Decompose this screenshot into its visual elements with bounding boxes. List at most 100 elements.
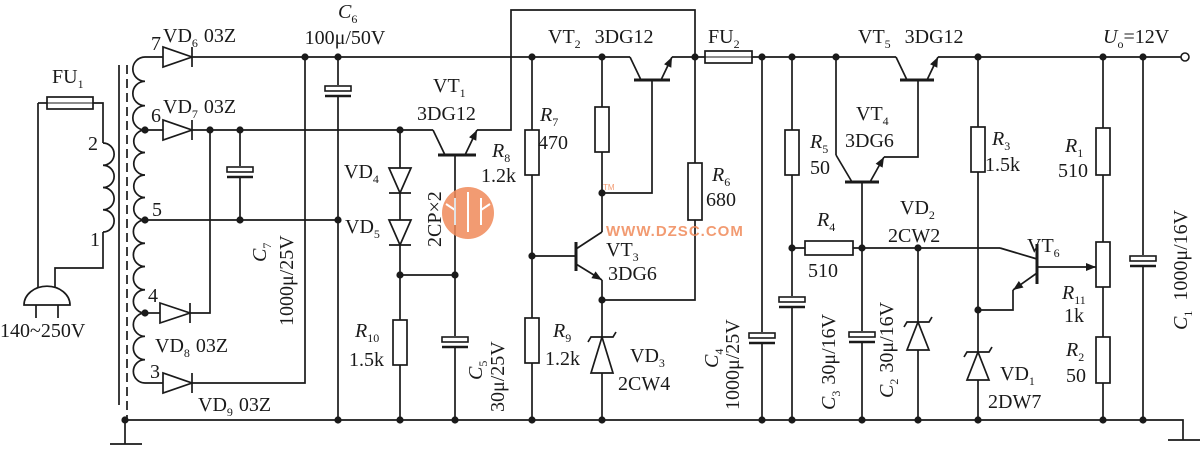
component-subscript: 1 <box>1181 311 1195 317</box>
zener-bar <box>903 316 933 328</box>
capacitor-c6 <box>324 85 352 98</box>
zener-diode-icon <box>589 334 615 374</box>
junction-dot <box>528 416 536 424</box>
logo-line <box>480 203 491 211</box>
secondary-coil <box>132 129 146 221</box>
component-ref: U <box>1103 26 1119 48</box>
label-vt3: VT3 <box>606 239 639 264</box>
component-subscript: 4 <box>373 172 379 186</box>
value-r5: 50 <box>810 157 830 179</box>
component-subscript: 6 <box>1054 246 1060 260</box>
component-subscript: 5 <box>885 37 891 51</box>
component-subscript: 3 <box>633 250 639 264</box>
capacitor-c5 <box>441 336 469 349</box>
wire <box>190 130 211 314</box>
component-subscript: 11 <box>1074 293 1086 307</box>
component-value: 3DG12 <box>905 26 964 48</box>
junction-dot <box>141 309 149 317</box>
component-ref: VT <box>548 26 575 48</box>
value-vd2: 2CW2 <box>888 225 940 247</box>
capacitor-c7 <box>226 166 254 179</box>
resistor-r7 <box>594 106 610 153</box>
label-r2: R2 <box>1065 339 1084 364</box>
junction-dot <box>691 53 699 61</box>
resistor-body <box>594 106 610 153</box>
value-r11: 1k <box>1064 305 1084 327</box>
transformer-pin-5: 5 <box>152 199 162 221</box>
junction-dot <box>758 416 766 424</box>
resistor-body <box>1095 241 1111 288</box>
resistor-body <box>1095 336 1111 384</box>
component-subscript: 7 <box>260 243 274 249</box>
component-subscript: 2 <box>575 37 581 51</box>
resistor-body <box>784 129 800 176</box>
label-r8: R8 <box>491 140 510 165</box>
component-ref: C <box>1170 316 1192 330</box>
diode-vd6 <box>162 45 195 69</box>
junction-dot <box>334 216 342 224</box>
wire <box>884 80 919 158</box>
label-vd4: VD4 <box>344 161 379 186</box>
arrow-head-icon <box>930 57 938 68</box>
component-ref: R <box>354 320 367 342</box>
junction-dot <box>598 53 606 61</box>
component-subscript: 7 <box>552 115 558 129</box>
potentiometer-r11 <box>1095 241 1111 288</box>
value-vt1: 3DG12 <box>417 103 476 125</box>
label-vd3: VD3 <box>630 345 665 370</box>
label-r10: R10 <box>354 320 379 345</box>
component-subscript: 1 <box>1029 374 1035 388</box>
component-value: 30μ/16V <box>876 301 898 372</box>
component-ref: VD <box>630 345 659 367</box>
resistor-body <box>1095 127 1111 176</box>
fuse-fu2 <box>704 50 753 64</box>
line <box>575 231 603 250</box>
diode-icon <box>162 45 195 69</box>
value-r3: 1.5k <box>985 154 1020 176</box>
arrow-head-icon <box>1086 263 1096 271</box>
resistor-body <box>524 129 540 176</box>
label-vt6: VT6 <box>1027 235 1060 260</box>
transformer-pin-6: 6 <box>151 105 161 127</box>
junction-dot <box>974 53 982 61</box>
component-value: 3DG12 <box>595 26 654 48</box>
zener-diode-icon <box>905 319 931 351</box>
capacitor-c4 <box>748 332 776 345</box>
line <box>432 129 446 156</box>
component-subscript: 5 <box>822 142 828 156</box>
transistor-vt3 <box>574 231 603 281</box>
label-c5: C5 <box>465 361 490 380</box>
label-c3: C330μ/16V <box>818 313 843 410</box>
label-c6: C6 <box>338 1 357 26</box>
junction-dot <box>788 53 796 61</box>
component-value: 30μ/16V <box>818 313 840 384</box>
component-subscript: 5 <box>374 227 380 241</box>
junction-dot <box>528 252 536 260</box>
zener-diode-icon <box>965 349 991 381</box>
transformer-pin-4: 4 <box>148 285 158 307</box>
label-c7: C7 <box>249 243 274 262</box>
value-r1: 510 <box>1058 160 1088 182</box>
junction-dot <box>598 416 606 424</box>
value-c6: 100μ/50V <box>305 27 386 49</box>
component-subscript: 9 <box>227 405 233 419</box>
component-ref: VD <box>345 216 374 238</box>
junction-dot <box>206 126 214 134</box>
component-ref: C <box>818 396 840 410</box>
component-ref: VD <box>900 197 929 219</box>
value-r8: 1.2k <box>481 165 516 187</box>
resistor-body <box>524 317 540 364</box>
capacitor-c3 <box>778 296 806 309</box>
component-ref: C <box>701 354 723 368</box>
junction-dot <box>451 271 459 279</box>
component-subscript: 5 <box>476 361 490 367</box>
component-subscript: 4 <box>883 114 889 128</box>
resistor-r9 <box>524 317 540 364</box>
transformer-pin-1: 1 <box>90 229 100 251</box>
component-ref: VD <box>198 394 227 416</box>
component-subscript: 3 <box>659 356 665 370</box>
fuse-fu1 <box>46 96 94 110</box>
junction-dot <box>451 416 459 424</box>
resistor-body <box>687 162 703 221</box>
